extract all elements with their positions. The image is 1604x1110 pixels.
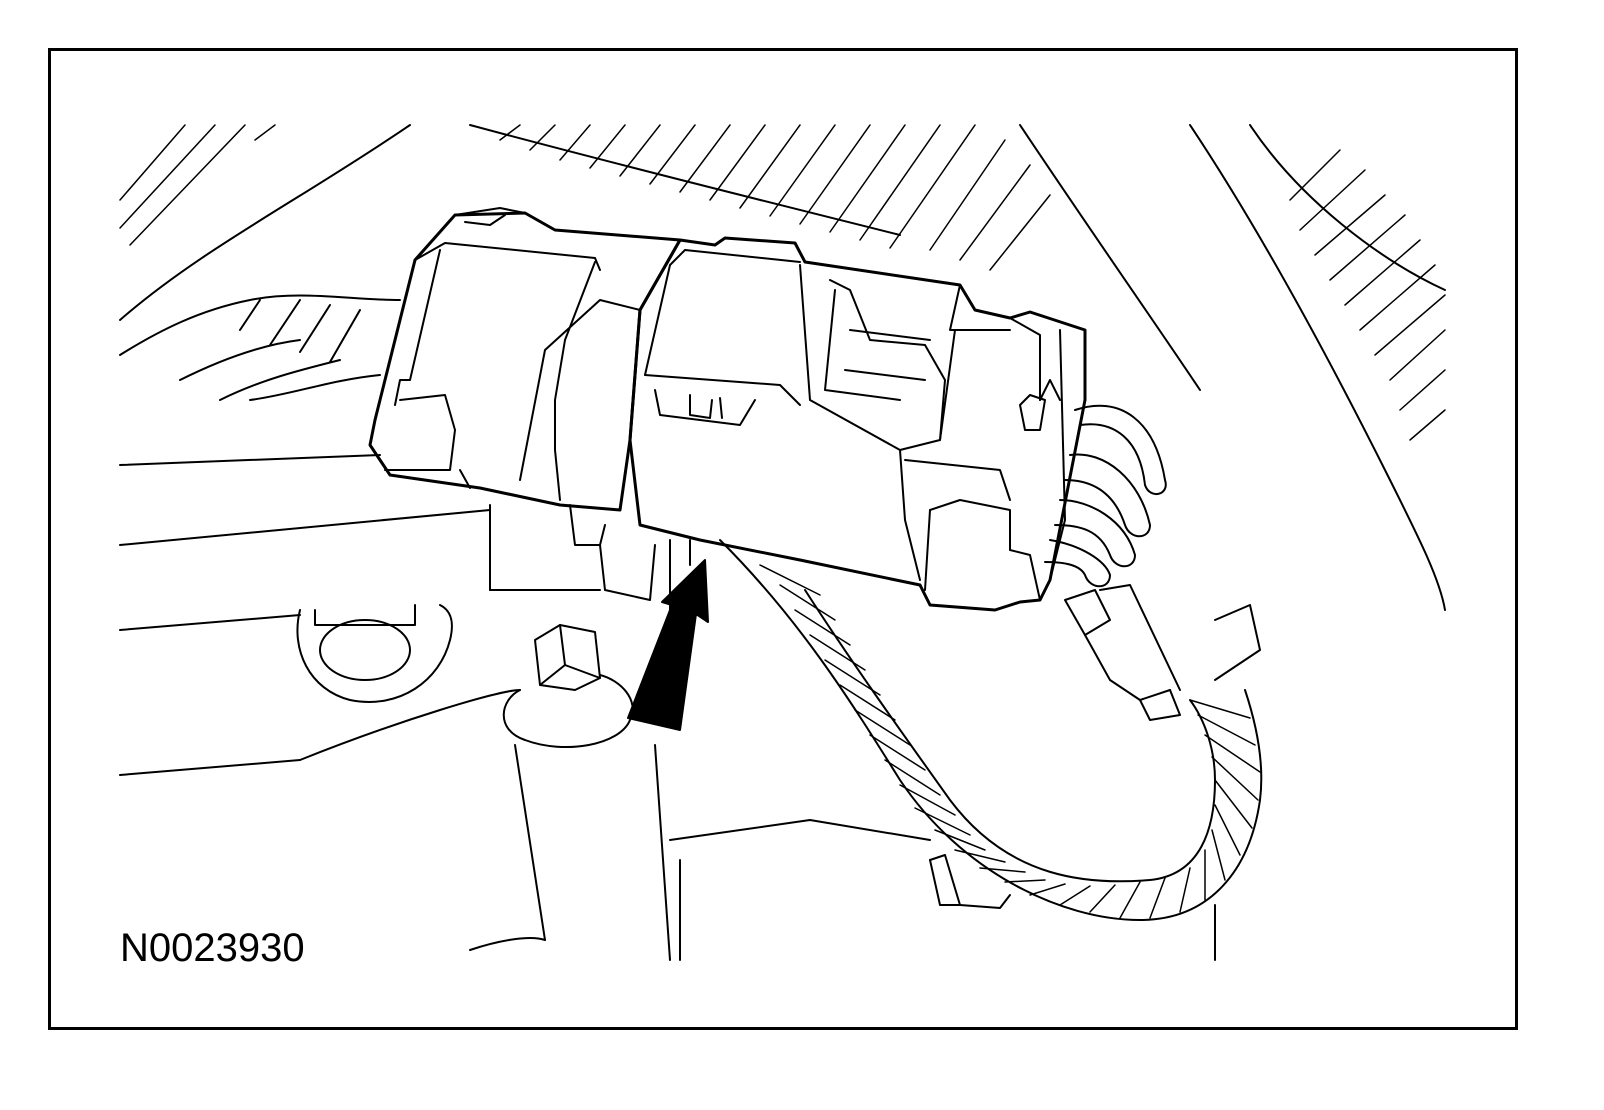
arrow-icon xyxy=(627,559,709,731)
housing-outline xyxy=(119,124,1446,611)
hatching-top-left xyxy=(119,124,276,246)
connector-left-half xyxy=(368,207,682,591)
hatching-right xyxy=(1289,149,1446,441)
mounting-rails xyxy=(119,454,601,776)
left-wire-bundle xyxy=(119,294,401,401)
hatching-top xyxy=(499,124,1051,271)
round-bracket xyxy=(296,604,453,703)
connector-right-half xyxy=(628,236,1087,612)
connector-wires xyxy=(1044,404,1167,588)
support-post xyxy=(469,744,931,961)
lower-brackets xyxy=(599,539,691,626)
figure-id-label: N0023930 xyxy=(120,926,305,970)
wire-loom xyxy=(719,539,1263,961)
wire-terminals xyxy=(1064,584,1181,721)
hex-bolt xyxy=(502,624,634,749)
figure-frame xyxy=(48,48,1518,1030)
